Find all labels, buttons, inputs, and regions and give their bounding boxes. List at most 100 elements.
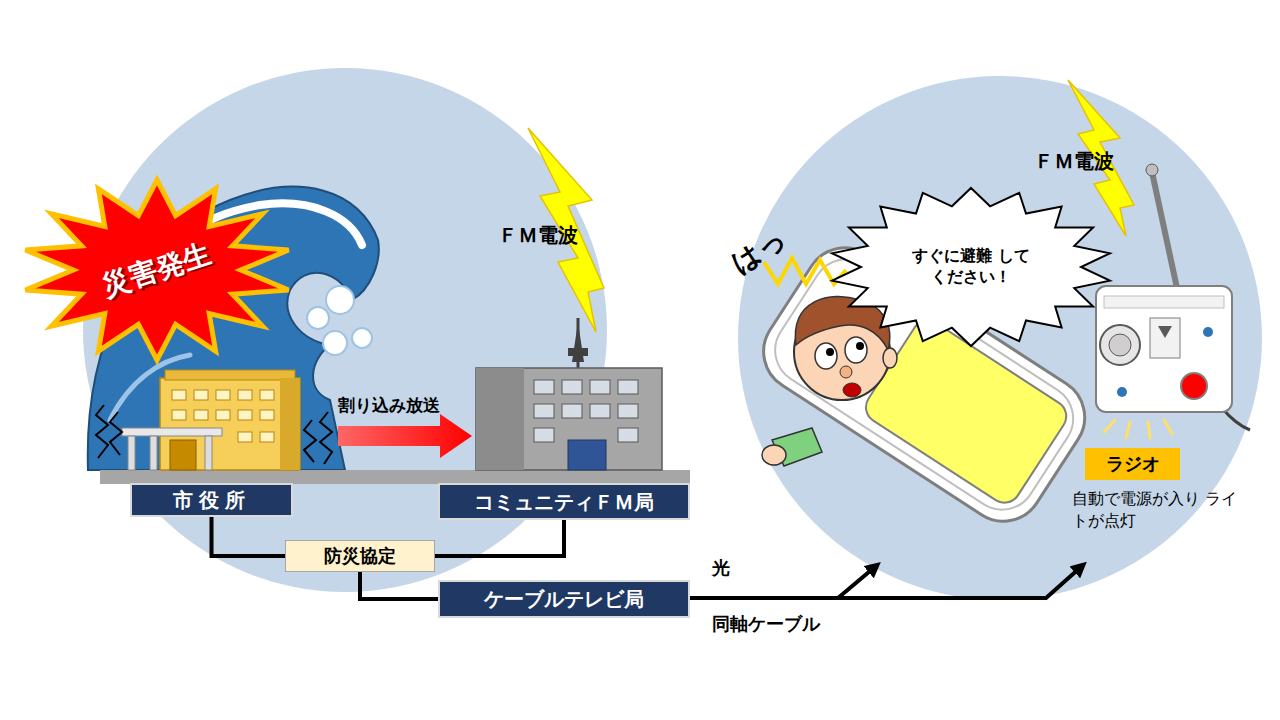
shake-marks: [96, 405, 332, 464]
node-text: ラジオ: [1106, 452, 1160, 475]
illustration-part: [1126, 422, 1130, 438]
starburst-callout: 災害発生: [22, 180, 292, 360]
illustration-part: [618, 428, 638, 442]
illustration-part: [1146, 164, 1158, 176]
illustration-part: [1148, 422, 1150, 438]
illustration-part: [534, 428, 554, 442]
illustration-part: [1164, 420, 1172, 434]
illustration-part: [320, 412, 332, 464]
illustration-part: [1104, 420, 1115, 432]
illustration-part: [534, 404, 554, 418]
illustration-part: [476, 368, 524, 470]
text-label: ＦＭ電波: [498, 222, 578, 249]
text-label: 自動で電源が入り ライトが点灯: [1072, 488, 1252, 531]
text-label: 割り込み放送: [338, 394, 440, 417]
illustration-part: [590, 380, 610, 394]
illustration-part: [840, 366, 852, 378]
illustration-part: [762, 445, 786, 465]
illustration-part: [194, 390, 208, 400]
illustration-part: [96, 405, 108, 458]
illustration-part: [216, 410, 230, 420]
illustration-part: [260, 410, 274, 420]
label-box: 市役所: [130, 483, 293, 517]
illustration-part: [1150, 318, 1180, 358]
text-label: ＦＭ電波: [1034, 148, 1114, 175]
illustration-part: [260, 432, 274, 442]
illustration-part: [562, 380, 582, 394]
illustration-part: [128, 436, 135, 470]
illustration-part: [326, 286, 354, 314]
illustration-part: [845, 337, 867, 363]
light-rays: [1104, 420, 1172, 438]
interrupt-arrow: [338, 414, 472, 458]
label-box: 防災協定: [285, 540, 435, 572]
starburst-polygon: [832, 188, 1110, 346]
illustration-part: [1104, 296, 1224, 308]
illustration-part: [1117, 387, 1127, 397]
illustration-part: [323, 331, 347, 355]
text-label: 同軸ケーブル: [712, 612, 820, 636]
illustration-part: [160, 378, 300, 470]
illustration-part: [534, 380, 554, 394]
starburst-callout: すぐに避難 してください！: [830, 188, 1112, 346]
node-text: 市役所: [173, 487, 251, 513]
starburst-polygon: [25, 180, 288, 360]
fm-station-building: [476, 318, 662, 470]
illustration-part: [1100, 325, 1140, 365]
illustration-part: [826, 348, 834, 356]
illustration-part: [352, 328, 372, 348]
illustration-part: [883, 348, 897, 368]
illustration-part: [1203, 327, 1213, 337]
connector-line: [435, 520, 564, 556]
illustration-part: [216, 390, 230, 400]
illustration-part: [562, 404, 582, 418]
illustration-part: [172, 410, 186, 420]
illustration-part: [843, 383, 861, 397]
illustration-part: [577, 318, 580, 368]
node-text: 防災協定: [324, 544, 396, 567]
illustration-part: [238, 410, 252, 420]
city-hall-building: [122, 370, 300, 470]
illustration-part: [280, 378, 300, 470]
illustration-part: [122, 428, 222, 436]
label-box: コミュニティＦＭ局: [438, 483, 690, 520]
illustration-part: [618, 380, 638, 394]
illustration-part: [856, 342, 864, 350]
node-text: コミュニティＦＭ局: [474, 489, 654, 515]
illustration-part: [194, 410, 208, 420]
illustration-part: [1158, 326, 1172, 338]
illustration-part: [568, 348, 588, 356]
illustration-part: [590, 404, 610, 418]
illustration-part: [307, 307, 329, 329]
scene-circle: [738, 76, 1262, 600]
illustration-part: [568, 440, 606, 470]
illustration-part: [1096, 286, 1232, 412]
illustration-part: [838, 566, 1082, 598]
ground-band: [100, 470, 690, 484]
illustration-part: [860, 315, 1072, 509]
illustration-part: [618, 404, 638, 418]
illustration-part: [1109, 334, 1131, 356]
illustration-part: [534, 380, 638, 442]
label-box: ケーブルテレビ局: [438, 580, 690, 618]
cable-arrow: [690, 566, 1082, 598]
illustration-part: [815, 343, 837, 369]
illustration-part: [476, 368, 662, 470]
illustration-part: [260, 390, 274, 400]
illustration-part: [165, 370, 295, 380]
illustration-part: [238, 390, 252, 400]
text-label: はっ: [724, 220, 793, 283]
illustration-part: [110, 412, 122, 455]
label-box: ラジオ: [1085, 448, 1180, 480]
illustration-part: [172, 390, 186, 400]
illustration-part: [150, 436, 157, 470]
illustration-part: [170, 440, 196, 470]
connector-line: [212, 517, 286, 556]
illustration-part: [304, 420, 316, 462]
illustration-part: [205, 436, 212, 470]
node-text: すぐに避難 してください！: [906, 246, 1036, 288]
node-text: ケーブルテレビ局: [484, 586, 644, 612]
radio-device: [1096, 164, 1250, 430]
